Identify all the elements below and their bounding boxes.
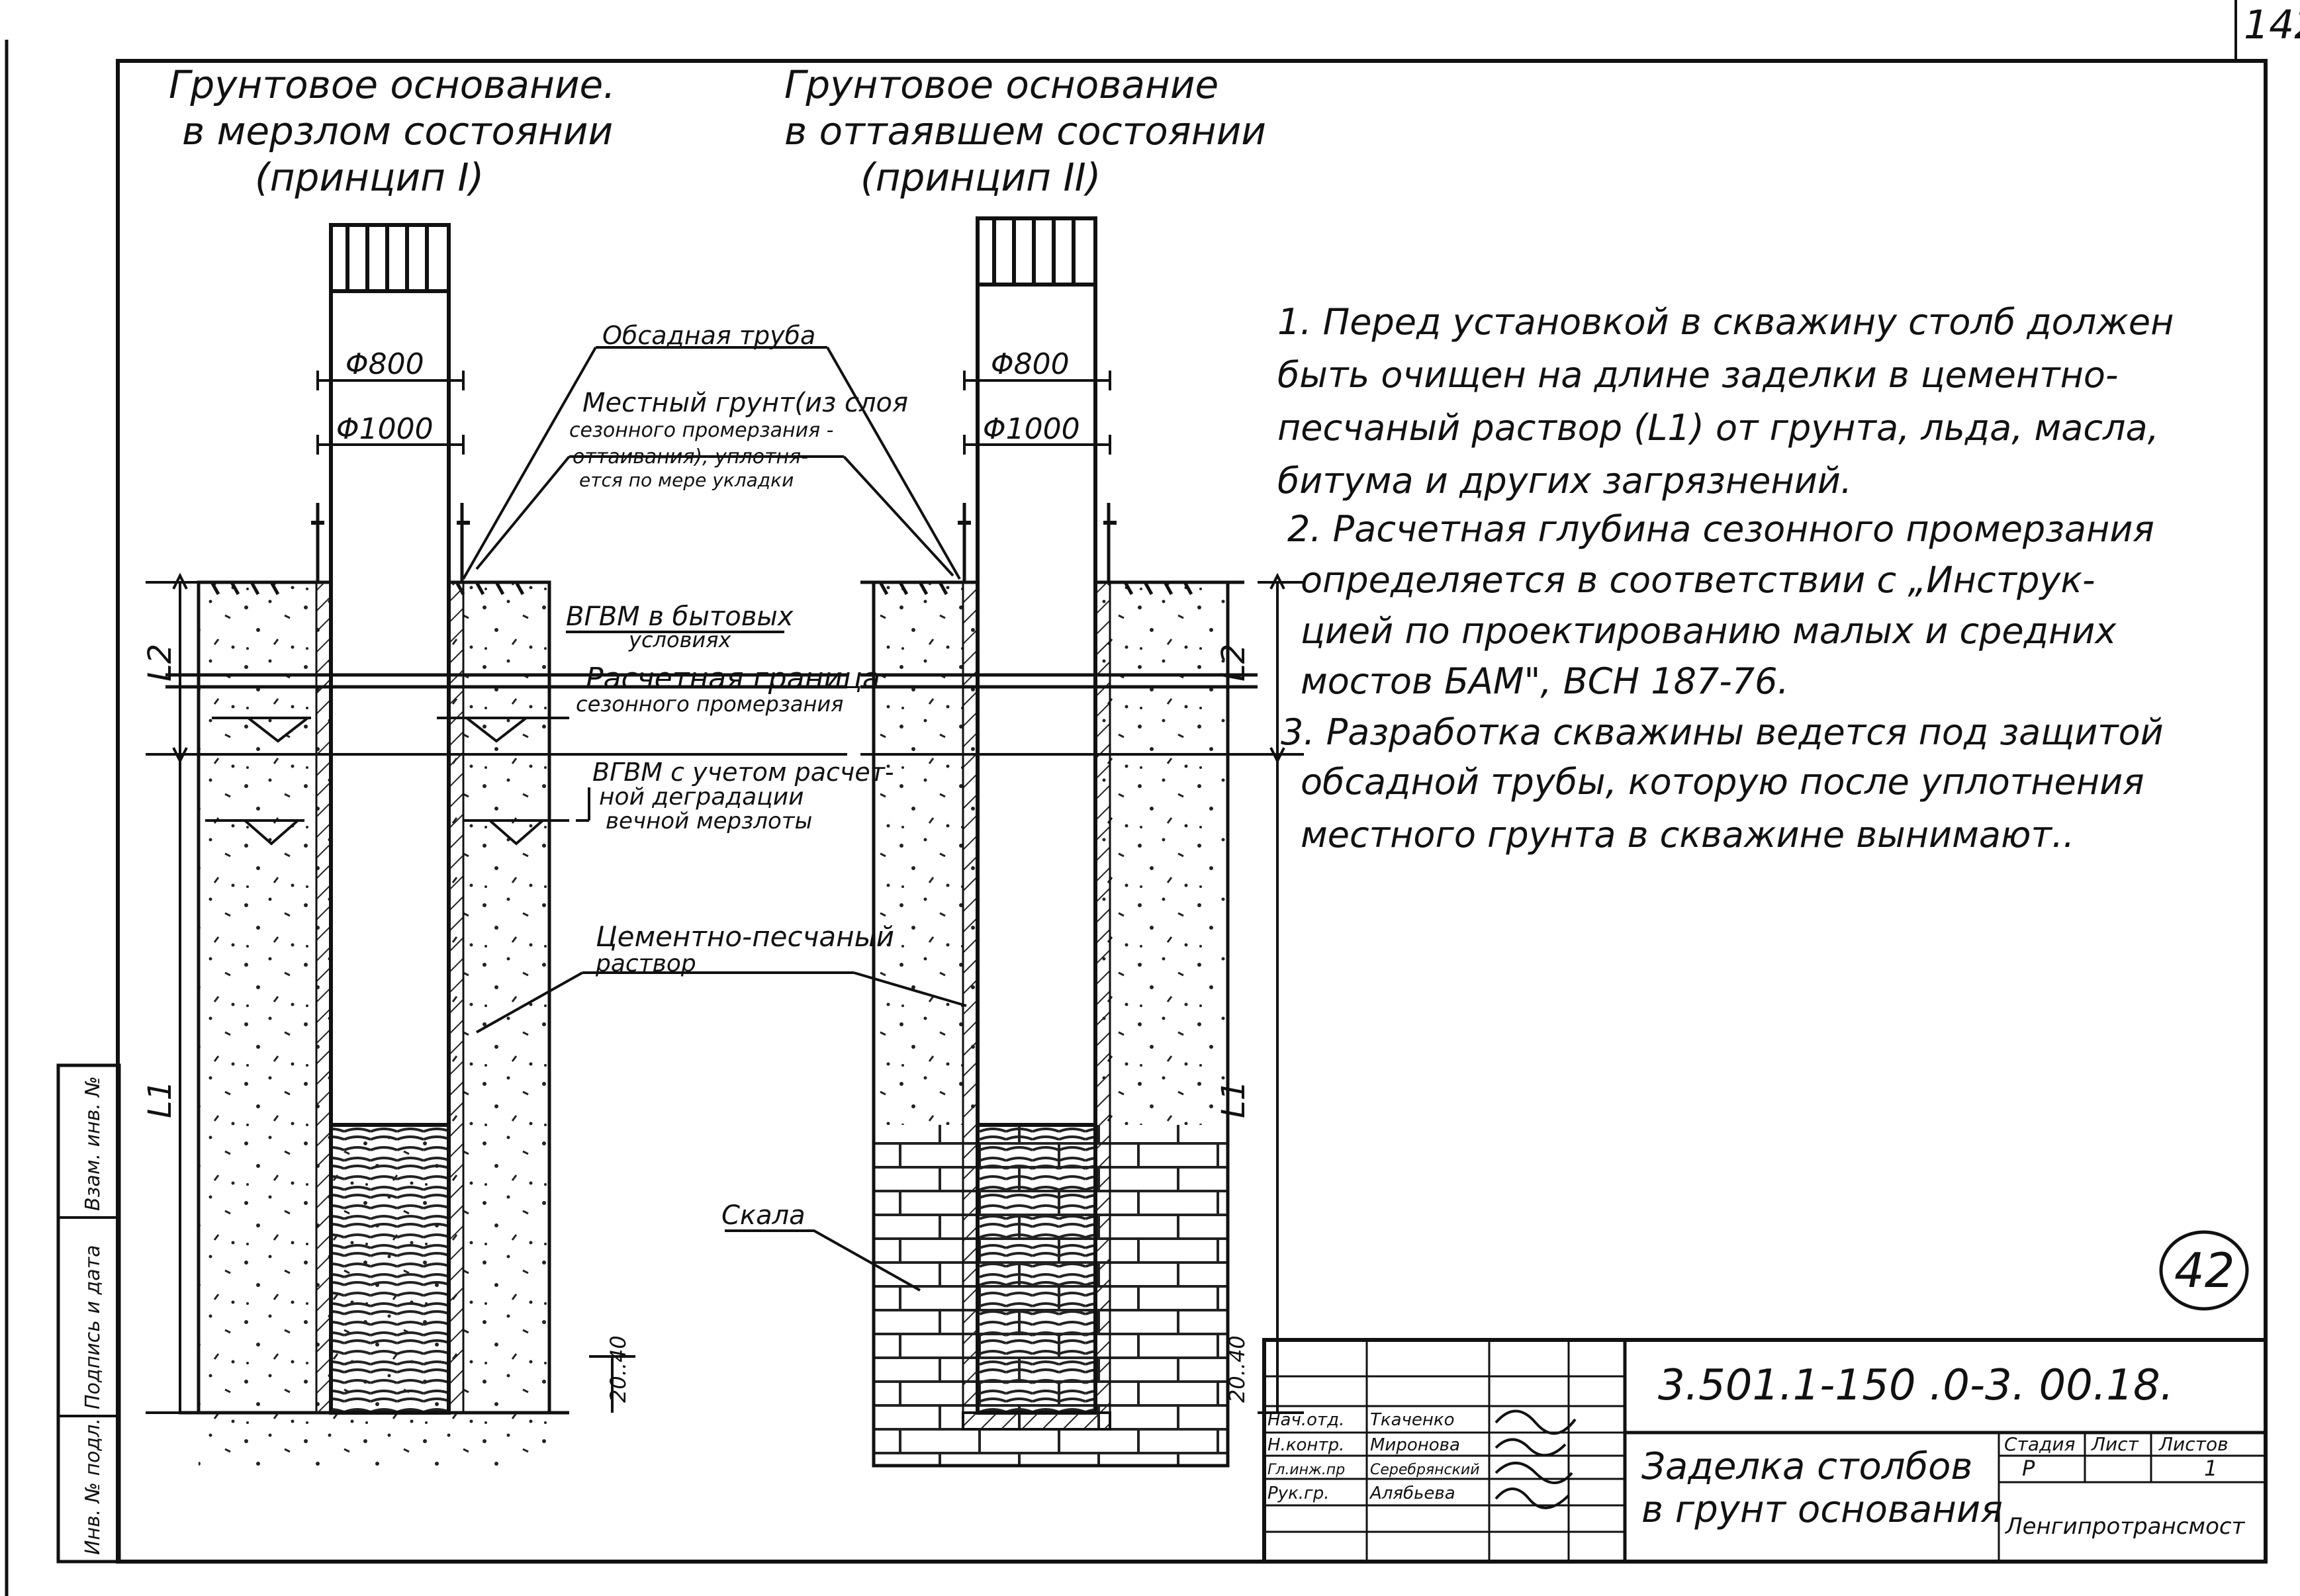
- pillar-ribbed-end: [976, 1123, 1097, 1415]
- svg-text:раствор: раствор: [595, 950, 696, 977]
- assembly-frozen: [146, 223, 847, 1466]
- title-block: [1262, 1338, 2268, 1564]
- svg-text:в мерзлом состоянии: в мерзлом состоянии: [182, 109, 613, 154]
- doc-title-line2: в грунт основания: [1641, 1488, 2003, 1531]
- stamp-replaced-inv: Взам. инв. №: [81, 1076, 105, 1211]
- sheet-frame: [5, 0, 2268, 1596]
- note-line: битума и других загрязнений.: [1277, 460, 1852, 502]
- stage-value: Р: [2022, 1456, 2035, 1481]
- svg-text:вечной мерзлоты: вечной мерзлоты: [606, 808, 812, 834]
- callout-casing-pipe: Обсадная труба: [602, 321, 815, 350]
- callout-vgvm-living: ВГВМ в бытовых условиях: [566, 601, 794, 652]
- note-line: 1. Перед установкой в скважину столб дол…: [1277, 301, 2174, 343]
- svg-text:Грунтовое основание.: Грунтовое основание.: [169, 62, 616, 107]
- callout-vgvm-degradation: ВГВМ с учетом расчет- ной деградации веч…: [592, 758, 894, 834]
- pillar: [976, 216, 1097, 1127]
- sheet-number: 142: [2244, 2, 2300, 48]
- heading-left: Грунтовое основание. в мерзлом состоянии…: [169, 62, 616, 200]
- note-line: обсадной трубы, которую после уплотнения: [1301, 761, 2144, 803]
- signatures: [1495, 1409, 1577, 1509]
- callout-local-soil: Местный грунт(из слоя сезонного промерза…: [569, 388, 908, 491]
- svg-text:Грунтовое основание: Грунтовое основание: [784, 62, 1219, 107]
- staff-role: Н.контр.: [1267, 1435, 1344, 1455]
- svg-text:ВГВМ с учетом расчет-: ВГВМ с учетом расчет-: [592, 758, 894, 787]
- leader-lines: [462, 346, 967, 1292]
- sheets-value: 1: [2204, 1456, 2217, 1481]
- svg-text:42: 42: [2174, 1243, 2235, 1298]
- dim-d1000-right: Φ1000: [983, 412, 1080, 446]
- note-line: определяется в соответствии с „Инструк-: [1301, 559, 2095, 601]
- svg-text:ВГВМ в бытовых: ВГВМ в бытовых: [566, 601, 794, 632]
- dim-d800-left: Φ800: [345, 347, 424, 381]
- staff-name: Ткаченко: [1370, 1410, 1455, 1430]
- svg-text:сезонного промерзания: сезонного промерзания: [576, 691, 843, 717]
- staff-name: Серебрянский: [1370, 1462, 1480, 1478]
- page-number-circle: 42: [2159, 1230, 2249, 1311]
- heading-right: Грунтовое основание в оттаявшем состояни…: [784, 62, 1266, 200]
- callout-cement-mortar: Цементно-песчаный раствор: [595, 920, 894, 977]
- sheets-header: Листов: [2158, 1433, 2229, 1455]
- staff-rows: Нач.отд. Ткаченко Н.контр. Миронова Гл.и…: [1267, 1410, 1480, 1503]
- staff-role: Нач.отд.: [1267, 1410, 1344, 1430]
- svg-text:Цементно-песчаный: Цементно-песчаный: [596, 920, 894, 953]
- staff-name: Миронова: [1370, 1435, 1460, 1455]
- staff-role: Гл.инж.пр: [1267, 1462, 1345, 1478]
- svg-text:сезонного промерзания -: сезонного промерзания -: [569, 419, 834, 442]
- dim-d800-right: Φ800: [991, 347, 1070, 381]
- svg-text:Расчетная граница: Расчетная граница: [586, 662, 880, 695]
- callout-seasonal-boundary: Расчетная граница сезонного промерзания: [576, 662, 880, 717]
- dim-d1000-left: Φ1000: [336, 412, 434, 446]
- dim-l2-left: L2: [142, 644, 179, 682]
- staff-role: Рук.гр.: [1267, 1484, 1329, 1503]
- note-line: местного грунта в скважине вынимают..: [1301, 814, 2074, 856]
- note-line: быть очищен на длине заделки в цементно-: [1277, 354, 2118, 396]
- dim-l2-right: L2: [1215, 644, 1252, 682]
- svg-text:(принцип I): (принцип I): [255, 155, 484, 200]
- svg-text:(принцип II): (принцип II): [860, 155, 1101, 200]
- note-line: мостов БАМ", ВСН 187-76.: [1301, 660, 1789, 702]
- dim-bottom-right: 20..40: [1224, 1335, 1250, 1403]
- svg-text:в оттаявшем состоянии: в оттаявшем состоянии: [784, 109, 1266, 154]
- svg-text:оттаивания), уплотня-: оттаивания), уплотня-: [573, 445, 808, 468]
- notes-block: 1. Перед установкой в скважину столб дол…: [1277, 301, 2174, 856]
- assembly-thawed: [860, 216, 1304, 1468]
- dim-bottom-left: 20..40: [606, 1335, 631, 1403]
- stamp-inv-no: Инв. № подл.: [81, 1418, 105, 1555]
- svg-text:Местный грунт(из слоя: Местный грунт(из слоя: [582, 388, 908, 418]
- organization: Ленгипротрансмост: [2004, 1513, 2246, 1540]
- doc-code: 3.501.1-150 .0-3. 00.18.: [1658, 1361, 2174, 1410]
- note-line: 2. Расчетная глубина сезонного промерзан…: [1287, 508, 2154, 550]
- note-line: 3. Разработка скважины ведется под защит…: [1281, 711, 2164, 753]
- stage-header: Стадия: [2004, 1433, 2075, 1455]
- pillar-ribbed-end: [329, 1123, 451, 1415]
- svg-text:ной деградации: ной деградации: [599, 783, 804, 811]
- side-stamp: Инв. № подл. Подпись и дата Взам. инв. №: [56, 1063, 121, 1564]
- callout-rock: Скала: [721, 1200, 805, 1231]
- staff-name: Алябьева: [1369, 1484, 1455, 1503]
- dim-l1-left: L1: [142, 1081, 179, 1118]
- note-line: песчаный раствор (L1) от грунта, льда, м…: [1277, 407, 2159, 449]
- svg-text:ется по мере укладки: ется по мере укладки: [579, 469, 794, 491]
- dim-l1-right: L1: [1215, 1081, 1252, 1118]
- stamp-signature-date: Подпись и дата: [81, 1245, 105, 1410]
- svg-text:условиях: условиях: [628, 627, 731, 652]
- note-line: цией по проектированию малых и средних: [1301, 610, 2117, 652]
- doc-title-line1: Заделка столбов: [1641, 1445, 1972, 1488]
- sheet-header: Лист: [2091, 1433, 2139, 1455]
